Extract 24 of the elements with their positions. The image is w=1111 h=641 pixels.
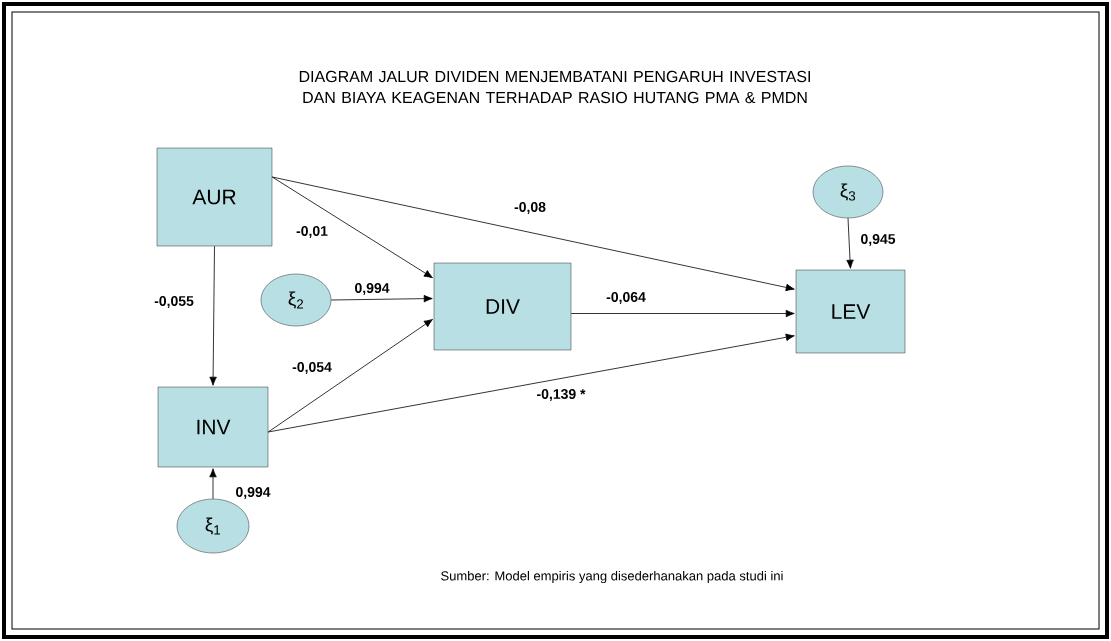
arrow xyxy=(267,333,795,433)
title: DIAGRAM JALUR DIVIDEN MENJEMBATANI PENGARUH INVESTASI DAN BIAYA KEAGENAN TERHADAP RASIO HUTANG PMA & PMDN xyxy=(299,70,810,104)
edge-label: -0,054 xyxy=(292,362,332,374)
arrow xyxy=(846,217,854,269)
arrow xyxy=(271,176,795,292)
arrow xyxy=(330,294,433,303)
edge-label: 0,994 xyxy=(355,283,390,295)
arrow xyxy=(209,468,217,500)
variable-box: DIV xyxy=(433,262,572,351)
source-note: Sumber: Model empiris yang disederhanakan pada studi ini xyxy=(441,570,783,584)
edge-label: 0,994 xyxy=(236,487,271,499)
edge-label: -0,139 * xyxy=(537,389,586,401)
arrow xyxy=(570,309,795,318)
variable-box: AUR xyxy=(156,147,273,247)
edge-label: 0,945 xyxy=(861,234,896,246)
edge-label: -0,055 xyxy=(154,296,194,308)
arrow xyxy=(271,176,433,279)
edge-label: -0,08 xyxy=(514,202,546,214)
edge-label: -0,01 xyxy=(296,226,328,238)
variable-box: LEV xyxy=(795,269,906,354)
edge-label: -0,064 xyxy=(606,292,646,304)
arrow xyxy=(209,245,217,386)
arrow xyxy=(267,319,433,433)
variable-box: INV xyxy=(157,386,269,468)
